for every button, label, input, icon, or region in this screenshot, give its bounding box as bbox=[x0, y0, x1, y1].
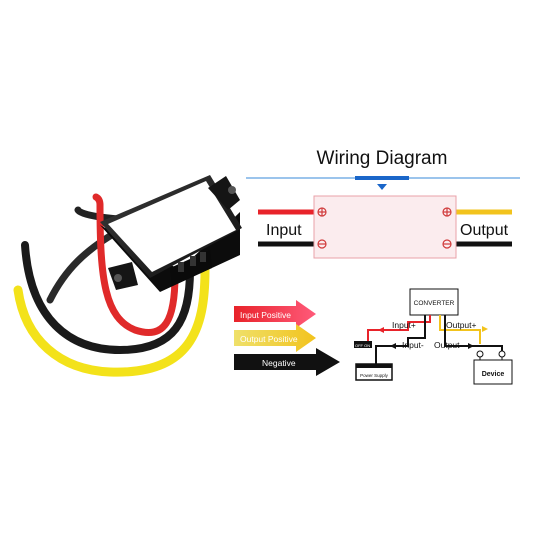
device-label: Device bbox=[482, 371, 505, 378]
converter-block-label: CONVERTER bbox=[414, 300, 455, 307]
legend-label-output-positive: Output Positive bbox=[240, 334, 298, 344]
svg-text:OFF ON: OFF ON bbox=[355, 343, 370, 348]
output-label: Output bbox=[460, 222, 509, 239]
input-negative-label: Input- bbox=[402, 340, 424, 350]
black-wire-back bbox=[46, 226, 124, 304]
output-positive-label: Output+ bbox=[446, 320, 477, 330]
converter-module bbox=[313, 195, 457, 259]
input-label: Input bbox=[266, 222, 302, 239]
output-negative-label: Output- bbox=[434, 340, 463, 350]
power-supply-label: Power Supply bbox=[360, 373, 389, 378]
legend-arrow-input-positive bbox=[234, 300, 316, 328]
connection-schematic: CONVERTER Input+ Input- Output+ Output- … bbox=[354, 288, 513, 385]
wire-color-legend: Input Positive Output Positive Negative bbox=[234, 300, 340, 376]
legend-arrow-output-positive bbox=[234, 324, 316, 352]
device-block bbox=[473, 359, 513, 385]
power-switch bbox=[354, 341, 372, 348]
wiring-diagram-title: Wiring Diagram bbox=[317, 148, 448, 169]
legend-label-negative: Negative bbox=[262, 358, 296, 368]
chevron-down-icon bbox=[377, 184, 387, 190]
converter-product-image bbox=[13, 175, 242, 377]
device-terminal-icon bbox=[476, 350, 506, 360]
yellow-wire bbox=[13, 265, 210, 377]
legend-arrow-negative bbox=[234, 348, 340, 376]
input-positive-label: Input+ bbox=[392, 320, 416, 330]
black-wire-outer bbox=[21, 241, 194, 355]
legend-label-input-positive: Input Positive bbox=[240, 310, 291, 320]
converter-block bbox=[409, 288, 459, 316]
red-wire bbox=[96, 201, 179, 336]
wiring-diagram: Wiring Diagram Input Output bbox=[246, 148, 520, 259]
terminal-screw-icon bbox=[317, 207, 452, 249]
